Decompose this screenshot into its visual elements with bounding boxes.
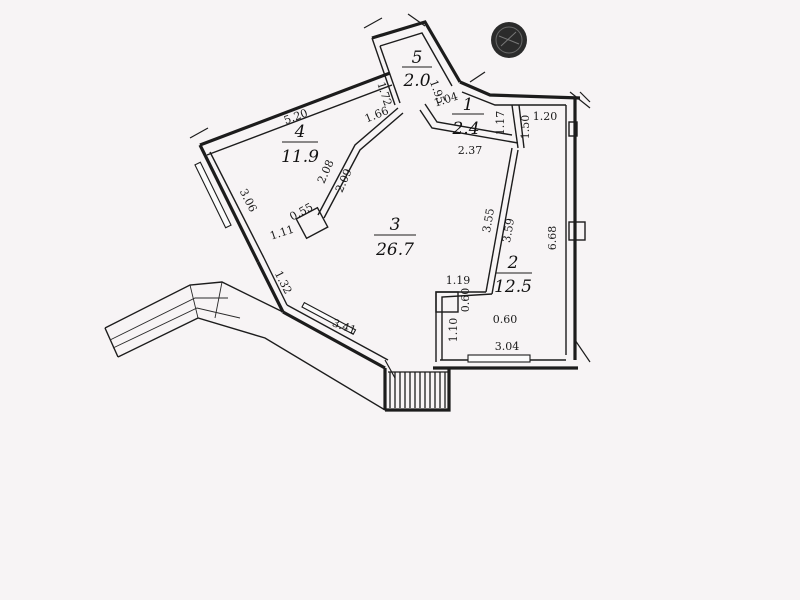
dim-room2-top-left: 1.50 <box>519 115 532 140</box>
wall-room2-top-inner <box>461 91 566 106</box>
ramp-line-3 <box>189 284 199 319</box>
dim-room2-right: 6.68 <box>546 226 559 251</box>
partition-room3-room2 <box>485 147 513 293</box>
partition-room4-room3-b <box>323 112 404 219</box>
wall-room3-left-inner <box>263 257 288 306</box>
entrance-ramp <box>104 281 386 411</box>
room-1-number: 1 <box>463 95 474 115</box>
dim-room2-left: 3.59 <box>500 217 517 243</box>
wall-room5-inner <box>379 32 453 87</box>
ramp-line-1 <box>109 297 228 341</box>
room-labels: 2 12.5 3 26.7 4 11.9 5 2.0 1 2.4 <box>281 48 532 297</box>
tick-6 <box>469 71 486 83</box>
dim-notch-side: 0.60 <box>459 288 472 313</box>
wall-room5-left <box>371 37 396 106</box>
ramp-bottom <box>117 317 386 411</box>
wall-room2-top <box>459 80 581 100</box>
partition-room4-room3 <box>317 107 399 216</box>
walls <box>198 20 586 412</box>
dim-room1-height: 1.17 <box>494 111 507 136</box>
wall-stair-outline <box>385 368 451 412</box>
ramp-line-4 <box>214 281 223 319</box>
wall-room1-bottom-inner <box>424 103 513 136</box>
column-room2 <box>435 291 459 313</box>
room-2-area: 12.5 <box>494 277 532 297</box>
dim-room2-inner: 0.60 <box>493 313 518 326</box>
window-room4 <box>194 161 232 229</box>
dim-room2-top: 1.20 <box>533 110 558 123</box>
wall-room5-left-inner <box>379 45 401 104</box>
ramp-top <box>104 281 284 329</box>
tick-5 <box>384 359 396 379</box>
room-1-area: 2.4 <box>451 119 479 139</box>
dimension-ticks <box>189 13 591 379</box>
tick-7 <box>407 13 426 27</box>
room-2-number: 2 <box>507 253 519 273</box>
wall-room4-left <box>198 144 260 263</box>
ramp-line-2 <box>112 307 241 349</box>
room-5-area: 2.0 <box>402 71 430 91</box>
windows <box>194 161 531 363</box>
room-3-area: 26.7 <box>375 240 414 260</box>
room-4-number: 4 <box>294 122 306 142</box>
wall-room4-left-inner <box>209 151 265 259</box>
room-5-number: 5 <box>412 48 423 68</box>
wall-room3-left <box>256 261 285 313</box>
tick-2 <box>363 17 383 29</box>
room-3-number: 3 <box>390 215 401 235</box>
wall-room1-bottom <box>419 109 519 144</box>
stairs <box>388 371 449 408</box>
partition-room3-room2-b <box>491 149 519 295</box>
window-room2 <box>467 354 531 363</box>
tick-3 <box>569 91 591 109</box>
partition-room2-notch-b <box>441 293 493 360</box>
dim-room1-bottom: 2.37 <box>458 144 483 157</box>
partition-room1-room2 <box>511 104 519 149</box>
partition-room1-room2-b <box>518 104 525 149</box>
wall-room4-top-inner <box>206 84 393 156</box>
tick-4 <box>574 339 591 363</box>
stamp-mark <box>491 22 527 58</box>
dim-room2-bottom: 3.04 <box>495 340 520 353</box>
ramp-end <box>104 327 119 358</box>
wall-room5-outer <box>371 20 462 83</box>
closet-room4 <box>295 206 329 240</box>
window-room3 <box>301 301 357 336</box>
wall-room4-top <box>199 71 391 147</box>
room-4-area: 11.9 <box>281 147 319 167</box>
wall-room3-front <box>282 310 386 370</box>
dim-room2-lower-left: 1.10 <box>447 318 460 343</box>
dim-room3-right: 3.55 <box>480 207 497 233</box>
wall-nub-1 <box>568 121 578 137</box>
tick-3b <box>579 91 591 103</box>
wall-room3-front-inner <box>286 304 389 361</box>
wall-nub-2 <box>568 221 586 241</box>
dim-notch-top: 1.19 <box>446 274 471 287</box>
tick-1 <box>189 127 209 139</box>
